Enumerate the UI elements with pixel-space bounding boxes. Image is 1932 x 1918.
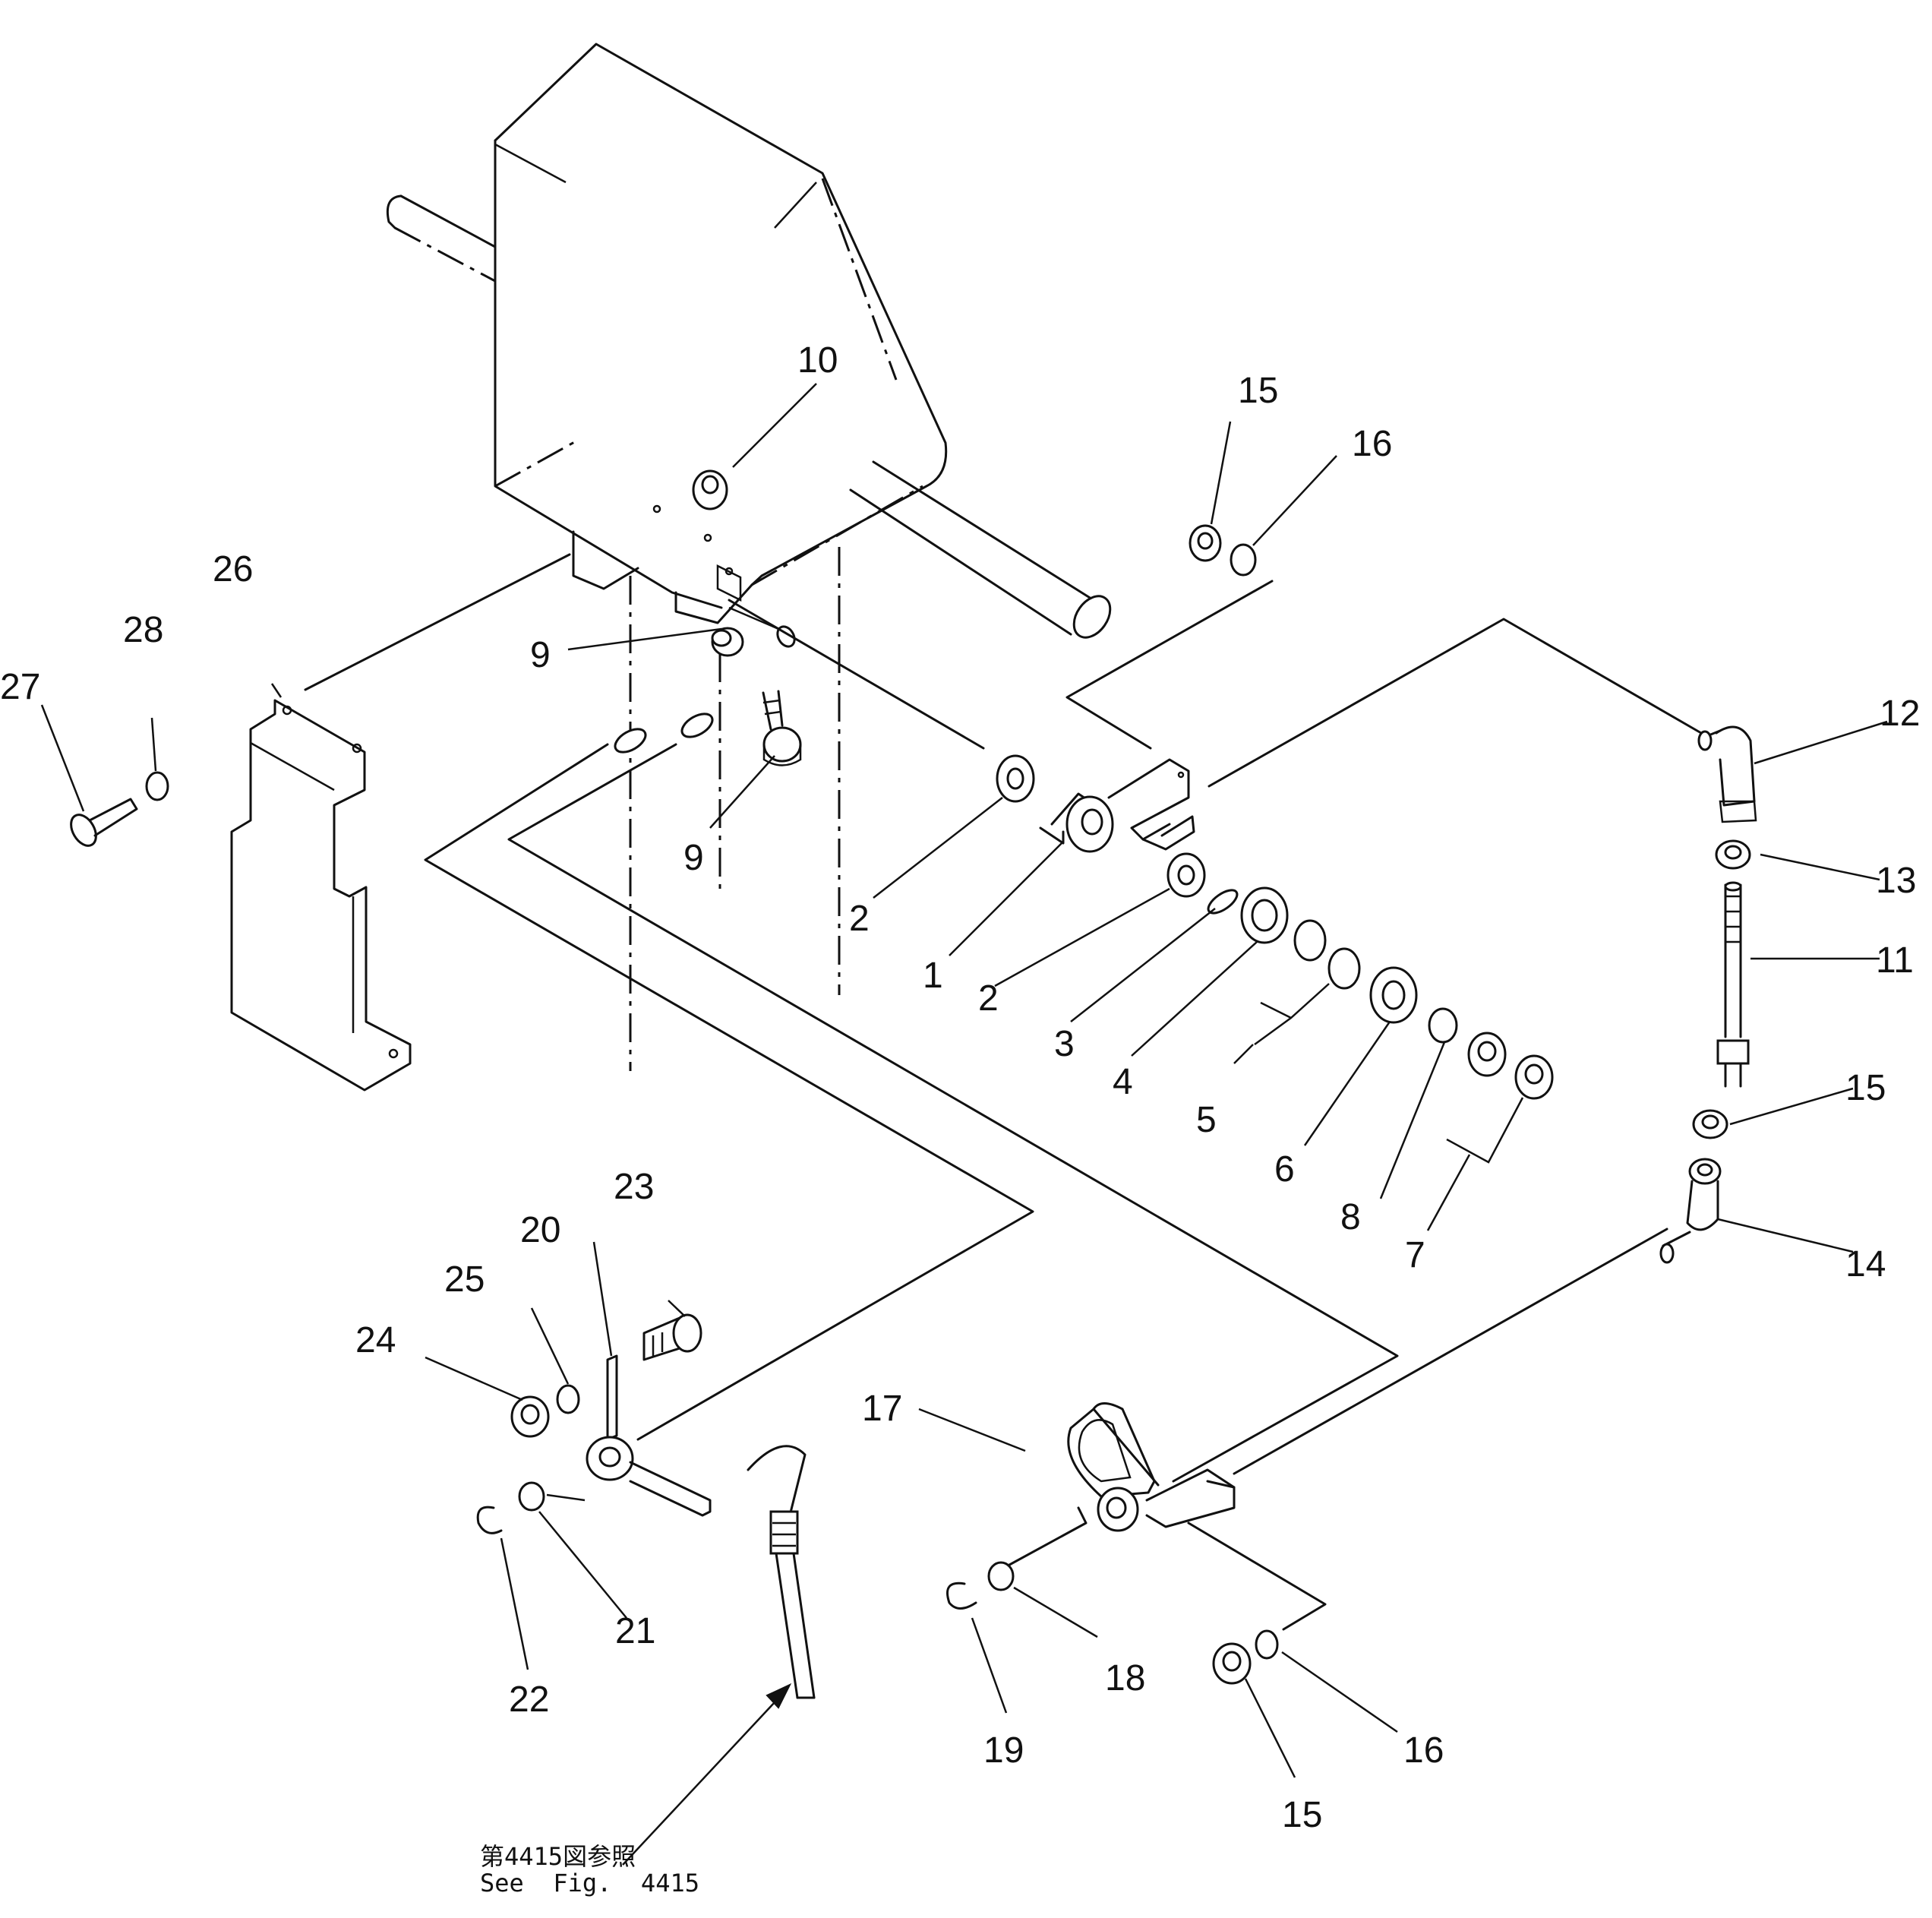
lever-20: [586, 1354, 712, 1517]
reference-note-japanese: 第4415図参照: [480, 1842, 636, 1871]
callout-12: 12: [1880, 694, 1920, 734]
callout-27: 27: [0, 667, 40, 707]
ball-joint-12: [1697, 725, 1757, 823]
callout-3: 3: [1054, 1024, 1075, 1064]
cover-plate-26: [230, 699, 412, 1092]
bracket-1: [1039, 758, 1195, 853]
callout-9: 9: [683, 838, 704, 878]
bolt-9-upper: [711, 627, 744, 657]
clip-22: [476, 1506, 503, 1534]
callout-9: 9: [530, 635, 551, 675]
reference-note-english: See Fig. 4415: [480, 1869, 699, 1897]
callout-18: 18: [1105, 1658, 1145, 1698]
nut-15-right: [1692, 1109, 1728, 1139]
washer-18: [987, 1561, 1015, 1591]
callout-17: 17: [862, 1389, 902, 1429]
callout-19: 19: [983, 1730, 1024, 1771]
callout-21: 21: [615, 1611, 655, 1651]
callout-10: 10: [797, 340, 838, 381]
callout-11: 11: [1876, 940, 1914, 981]
pedal-17: [1067, 1402, 1236, 1532]
leader-lines: [304, 553, 1703, 1631]
reference-note: 第4415図参照 See Fig. 4415: [480, 1842, 699, 1897]
callout-15: 15: [1282, 1795, 1322, 1835]
callout-20: 20: [520, 1210, 560, 1250]
nut-15-top: [1189, 524, 1222, 562]
callout-15: 15: [1845, 1068, 1886, 1108]
bolt-27: [70, 798, 138, 847]
callout-14: 14: [1845, 1244, 1886, 1284]
bearing-6: [1369, 966, 1418, 1024]
washer-16-bottom: [1255, 1629, 1279, 1660]
callout-leaders: [40, 383, 1888, 1778]
callout-16: 16: [1403, 1730, 1444, 1771]
nut-15-bottom: [1212, 1642, 1252, 1685]
callout-23: 23: [614, 1167, 654, 1207]
callout-1: 1: [923, 956, 943, 996]
callout-15: 15: [1238, 371, 1278, 411]
nut-10: [692, 469, 728, 510]
callout-7: 7: [1405, 1235, 1425, 1275]
nuts-7: [1467, 1032, 1554, 1100]
callout-8: 8: [1340, 1197, 1361, 1237]
rod-11: [1716, 881, 1750, 1088]
callout-13: 13: [1876, 861, 1916, 901]
reference-arrow: [622, 1683, 792, 1866]
callout-22: 22: [509, 1679, 549, 1720]
callout-6: 6: [1274, 1149, 1295, 1190]
ball-joint-14: [1659, 1158, 1722, 1264]
bolt-9-lower: [762, 690, 802, 766]
bolt-23: [642, 1313, 702, 1361]
washer-21: [518, 1481, 545, 1512]
nut-24: [510, 1395, 550, 1438]
callout-4: 4: [1113, 1062, 1133, 1102]
key-3: [1207, 889, 1239, 915]
shims-5: [1293, 919, 1361, 990]
washer-2-upper-hole: [1006, 767, 1024, 790]
washer-25: [556, 1384, 580, 1414]
washer-2-lower-hole: [1177, 864, 1195, 886]
washer-16-top: [1230, 543, 1257, 577]
callout-26: 26: [213, 549, 253, 589]
housing-block: [386, 43, 1112, 1071]
callout-25: 25: [444, 1259, 485, 1300]
washer-28: [145, 771, 169, 801]
callout-2: 2: [849, 899, 870, 939]
nut-13: [1715, 839, 1751, 870]
dowel-pins: [614, 713, 714, 754]
callout-5: 5: [1196, 1100, 1217, 1140]
rod-end-cable: [747, 1445, 816, 1699]
callout-16: 16: [1352, 424, 1392, 464]
callout-24: 24: [355, 1320, 396, 1360]
callout-2: 2: [978, 978, 999, 1019]
bushing-4: [1240, 886, 1289, 944]
callout-numbers: 1 2 2 3 4 5 6 7 8 9 9 10 11 12 13 14 15 …: [0, 340, 1920, 1835]
callout-28: 28: [123, 610, 163, 650]
washer-8: [1428, 1007, 1458, 1044]
clip-19: [946, 1581, 977, 1610]
